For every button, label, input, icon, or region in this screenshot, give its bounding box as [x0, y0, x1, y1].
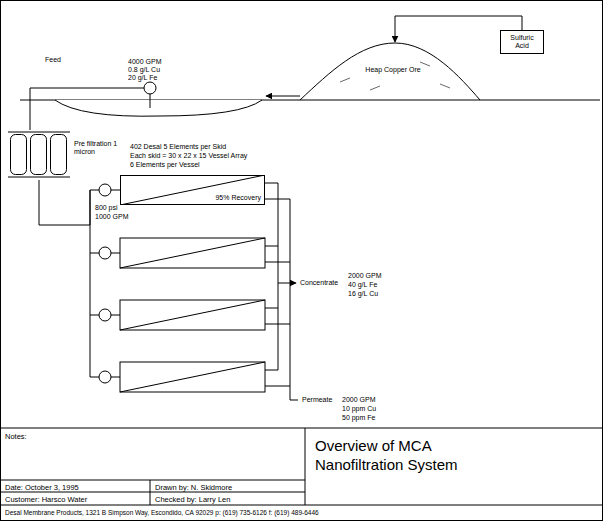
node-label: Sulfuric Acid	[505, 34, 539, 50]
skid-membrane	[120, 238, 265, 268]
title-block-text: Drawn by: N. Skidmore	[155, 484, 232, 492]
skid-membrane	[120, 362, 265, 392]
stream-annotation: Concentrate	[300, 279, 338, 287]
skid-box	[120, 300, 265, 330]
permeate-pipe	[265, 324, 290, 325]
stream-annotation: 16 g/L Cu	[348, 290, 378, 298]
stream-annotation: 800 psi	[95, 204, 118, 212]
title-block-text: Date: October 3, 1995	[5, 484, 79, 492]
runoff-arrow	[266, 96, 300, 97]
concentrate-pipe	[265, 246, 278, 247]
nf-skid: 95% Recovery	[120, 175, 265, 205]
skid-box	[120, 362, 265, 392]
permeate-pipe	[265, 262, 290, 263]
pump-symbol	[99, 247, 111, 259]
node-label: Heap Copper Ore	[358, 66, 428, 74]
feed-pipe	[30, 88, 150, 130]
feed-pond	[55, 100, 262, 116]
prefilter: Pre filtration 1 micron	[8, 130, 128, 180]
stream-annotation: Permeate	[302, 396, 332, 404]
title-block-rule	[305, 428, 306, 505]
title-block-text: Notes:	[5, 433, 27, 441]
title-block-rule	[150, 480, 151, 505]
pump-symbol	[99, 371, 111, 383]
feed-pump	[144, 82, 156, 94]
concentrate-pipe	[265, 308, 278, 309]
permeate-pipe	[265, 386, 290, 387]
ore-heap: Heap Copper Ore	[300, 42, 480, 100]
node-label: 95% Recovery	[215, 194, 261, 202]
concentrate-pipe	[278, 183, 279, 370]
stream-annotation: 2000 GPM	[348, 272, 381, 280]
stream-annotation: Each skid = 30 x 22 x 15 Vessel Array	[130, 152, 247, 160]
stream-annotation: 50 ppm Fe	[342, 414, 375, 422]
title-block-text: Customer: Harsco Water	[5, 496, 87, 504]
title-block-rule	[0, 480, 305, 481]
stream-annotation: Feed	[45, 56, 61, 64]
reagent-tank: Sulfuric Acid	[500, 30, 544, 54]
stream-annotation: 10 ppm Cu	[342, 405, 376, 413]
stream-annotation: 4000 GPM	[128, 58, 161, 66]
permeate-pipe	[290, 400, 298, 401]
address-line: Desal Membrane Products, 1321 B Simpson …	[5, 509, 319, 517]
title-block-text: Checked by: Larry Len	[155, 496, 230, 504]
filter-cartridges	[8, 130, 70, 180]
concentrate-pipe	[278, 283, 296, 284]
skid-box	[120, 238, 265, 268]
stream-annotation: 402 Desal 5 Elements per Skid	[130, 143, 226, 151]
stream-annotation: 20 g/L Fe	[128, 74, 157, 82]
concentrate-pipe	[265, 370, 278, 371]
stream-annotation: 40 g/L Fe	[348, 281, 377, 289]
pump-symbol	[99, 184, 111, 196]
stream-annotation: 0.8 g/L Cu	[128, 66, 160, 74]
permeate-pipe	[290, 199, 291, 400]
title-block-rule	[0, 505, 603, 506]
diagram-title: Overview of MCA Nanofiltration System	[315, 436, 515, 474]
concentrate-pipe	[265, 183, 278, 184]
pump-symbol	[99, 309, 111, 321]
feed-manifold	[90, 190, 91, 377]
skid-membrane	[120, 300, 265, 330]
title-block-rule	[0, 428, 603, 429]
stream-annotation: 2000 GPM	[342, 396, 375, 404]
stream-annotation: 1000 GPM	[95, 213, 128, 221]
permeate-pipe	[265, 199, 290, 200]
node-label: Pre filtration 1 micron	[74, 140, 128, 156]
stream-annotation: 6 Elements per Vessel	[130, 161, 200, 169]
